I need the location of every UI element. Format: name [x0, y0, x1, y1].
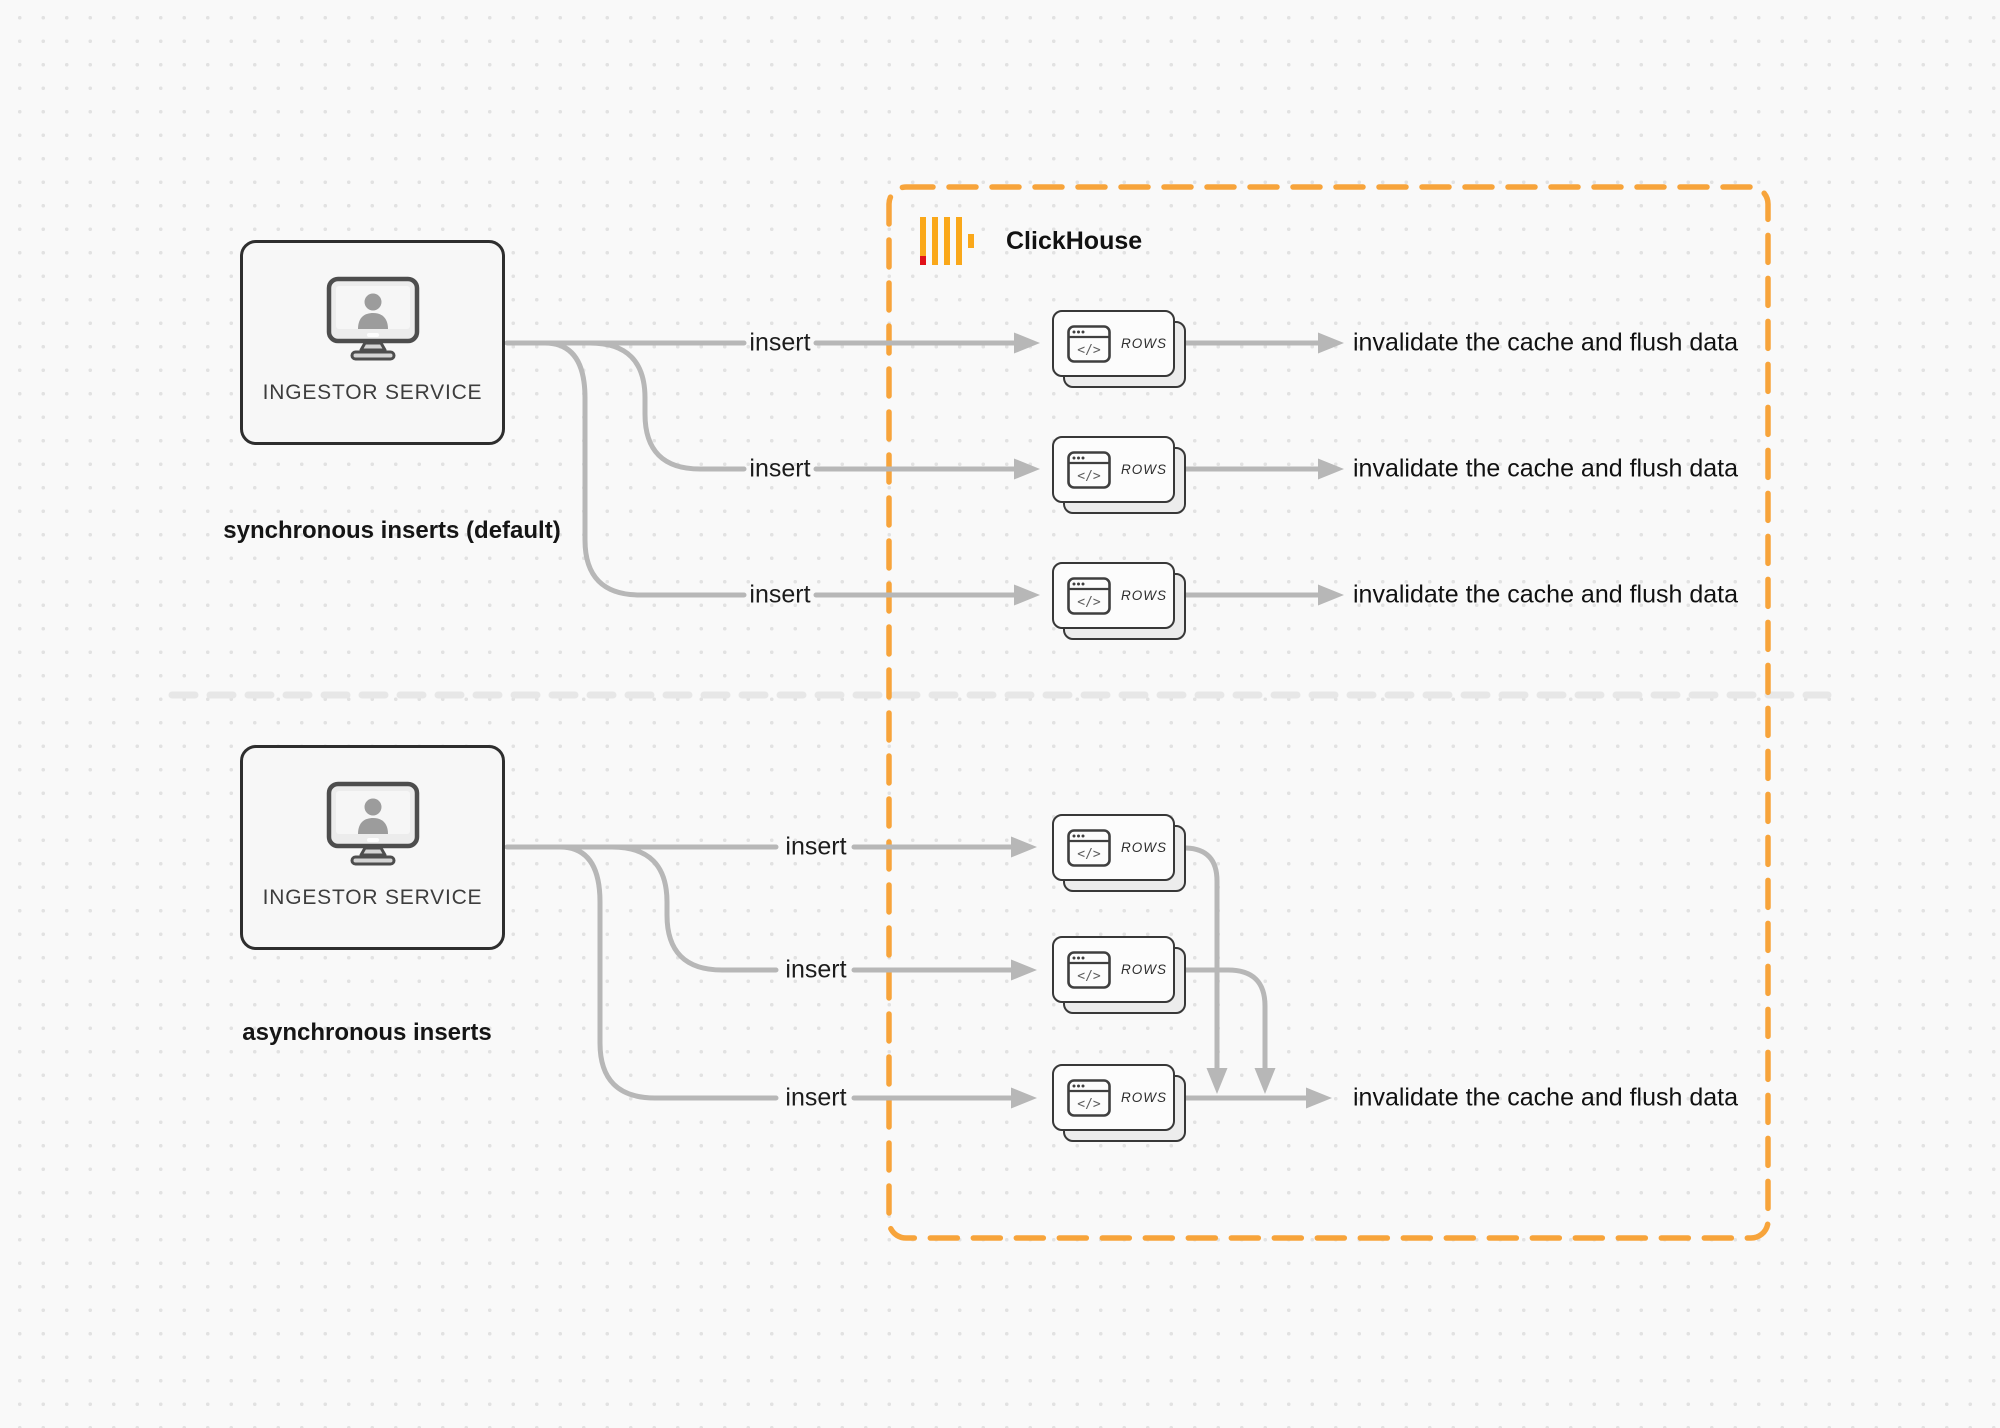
async-branch-row3 [557, 844, 779, 1101]
async-converge-arrowhead1 [1206, 1068, 1228, 1094]
rows-label: ROWS [1121, 840, 1167, 855]
clickhouse-bar [932, 217, 938, 265]
rows-card-front: </> ROWS [1052, 436, 1175, 503]
code-window-icon: </> [1067, 1078, 1111, 1117]
monitor-user-icon [326, 276, 419, 361]
async-rows-node-1: </> ROWS [1052, 814, 1186, 892]
async-converge-arrowhead2 [1254, 1068, 1276, 1094]
code-glyph: </> [1077, 847, 1101, 862]
async-final-arrowhead [1306, 1087, 1332, 1109]
async-insert-arrowhead2 [1011, 959, 1037, 981]
sync-result-label-2: invalidate the cache and flush data [1353, 454, 1738, 483]
sync-result-arrowhead1 [1318, 332, 1344, 354]
clickhouse-bar-short [968, 234, 974, 248]
async-branch-row2 [609, 844, 779, 973]
code-window-icon: </> [1067, 450, 1111, 489]
clickhouse-logo-icon [920, 217, 976, 265]
rows-card-front: </> ROWS [1052, 814, 1175, 881]
arrowheads [1011, 332, 1344, 1109]
sync-rows-node-1: </> ROWS [1052, 310, 1186, 388]
sync-result-label-1: invalidate the cache and flush data [1353, 328, 1738, 357]
async-insert-arrowhead1 [1011, 836, 1037, 858]
sync-insert-arrowhead1 [1014, 332, 1040, 354]
async-connectors [504, 844, 1311, 1101]
rows-label: ROWS [1121, 336, 1167, 351]
sync-rows-node-3: </> ROWS [1052, 562, 1186, 640]
rows-label: ROWS [1121, 962, 1167, 977]
clickhouse-bar [944, 217, 950, 265]
code-glyph: </> [1077, 469, 1101, 484]
rows-card-front: </> ROWS [1052, 1064, 1175, 1131]
sync-ingestor-service-box: INGESTOR SERVICE [240, 240, 505, 445]
code-glyph: </> [1077, 343, 1101, 358]
async-insert-label-2: insert [785, 955, 847, 984]
sync-result-label-3: invalidate the cache and flush data [1353, 580, 1738, 609]
clickhouse-logo: ClickHouse [920, 217, 1142, 265]
clickhouse-bar [956, 217, 962, 265]
async-insert-label-3: insert [785, 1083, 847, 1112]
code-glyph: </> [1077, 595, 1101, 610]
monitor-user-icon [326, 781, 419, 866]
clickhouse-red-accent [920, 256, 926, 265]
code-window-icon: </> [1067, 576, 1111, 615]
async-insert-arrowhead3 [1011, 1087, 1037, 1109]
sync-service-label: INGESTOR SERVICE [262, 381, 483, 404]
code-window-icon: </> [1067, 828, 1111, 867]
clickhouse-label: ClickHouse [1006, 226, 1143, 255]
code-window-icon: </> [1067, 324, 1111, 363]
sync-result-arrowhead3 [1318, 584, 1344, 606]
code-glyph: </> [1077, 1097, 1101, 1112]
async-insert-label-1: insert [785, 832, 847, 861]
rows-label: ROWS [1121, 1090, 1167, 1105]
rows-card-front: </> ROWS [1052, 562, 1175, 629]
async-rows-node-3: </> ROWS [1052, 1064, 1186, 1142]
sync-connectors [504, 340, 1323, 598]
async-converge-row2 [1183, 967, 1268, 1071]
sync-caption: synchronous inserts (default) [223, 517, 561, 544]
code-glyph: </> [1077, 969, 1101, 984]
sync-insert-arrowhead2 [1014, 458, 1040, 480]
sync-insert-label-2: insert [749, 454, 811, 483]
rows-label: ROWS [1121, 462, 1167, 477]
sync-branch-row2 [587, 340, 747, 472]
async-service-label: INGESTOR SERVICE [262, 886, 483, 909]
sync-rows-node-2: </> ROWS [1052, 436, 1186, 514]
async-result-label: invalidate the cache and flush data [1353, 1083, 1738, 1112]
async-ingestor-service-box: INGESTOR SERVICE [240, 745, 505, 950]
clickhouse-container-border [886, 184, 1771, 1241]
sync-insert-arrowhead3 [1014, 584, 1040, 606]
sync-branch-row3 [542, 340, 747, 598]
rows-card-front: </> ROWS [1052, 936, 1175, 1003]
async-converge-row1 [1183, 845, 1220, 1071]
sync-insert-label-3: insert [749, 580, 811, 609]
rows-label: ROWS [1121, 588, 1167, 603]
sync-insert-label-1: insert [749, 328, 811, 357]
rows-card-front: </> ROWS [1052, 310, 1175, 377]
async-rows-node-2: </> ROWS [1052, 936, 1186, 1014]
async-caption: asynchronous inserts [242, 1019, 492, 1046]
code-window-icon: </> [1067, 950, 1111, 989]
clickhouse-bar [920, 217, 926, 265]
sync-result-arrowhead2 [1318, 458, 1344, 480]
